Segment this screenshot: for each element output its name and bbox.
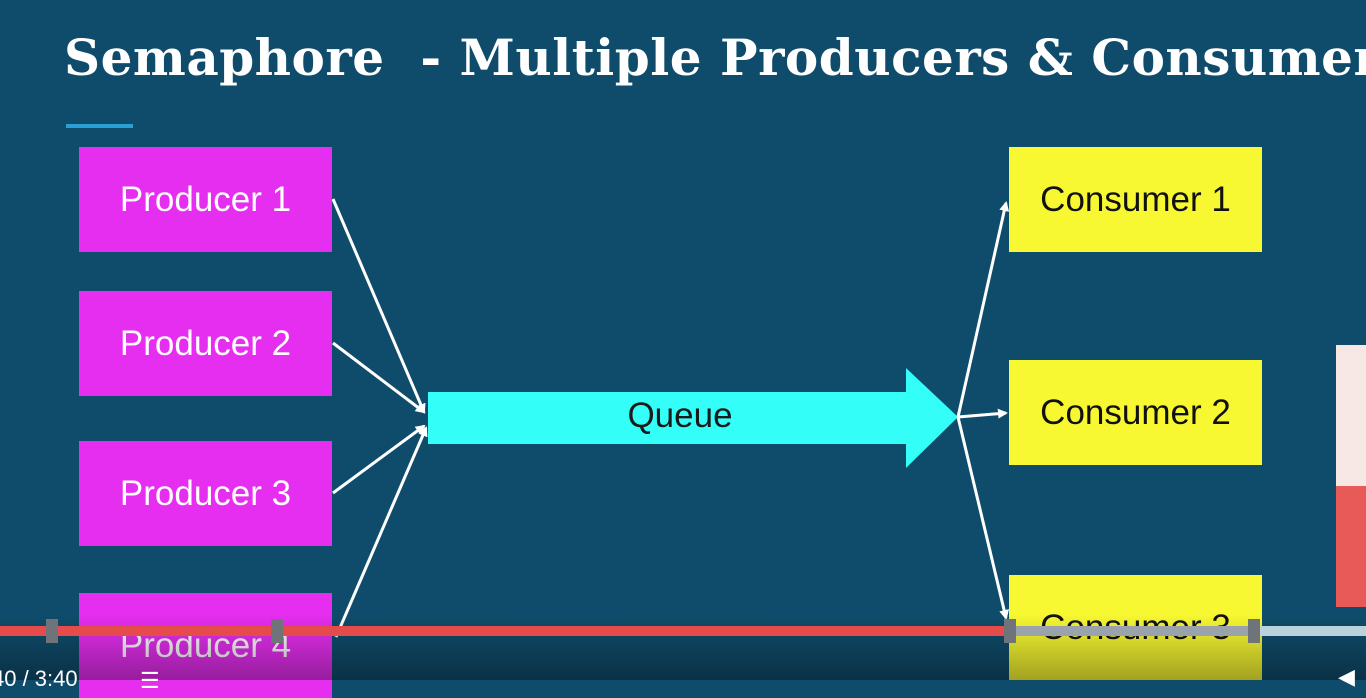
queue-label: Queue bbox=[627, 396, 733, 435]
arrow-producer-2 bbox=[332, 341, 426, 414]
title-underline bbox=[66, 124, 133, 128]
side-panel-bottom bbox=[1336, 486, 1366, 607]
time-display: 40 / 3:40 bbox=[0, 666, 78, 691]
slide-title: Semaphore - Multiple Producers & Consume… bbox=[64, 28, 1366, 87]
arrow-producer-3 bbox=[332, 424, 426, 495]
consumer-1-box: Consumer 1 bbox=[1009, 147, 1262, 252]
chapters-icon[interactable]: ☰ bbox=[140, 668, 160, 693]
arrow-consumer-2 bbox=[957, 408, 1008, 419]
chapter-marker bbox=[271, 619, 283, 643]
chapter-marker bbox=[1248, 619, 1260, 643]
consumer-2-box: Consumer 2 bbox=[1009, 360, 1262, 465]
progress-played[interactable] bbox=[0, 626, 1009, 636]
producer-1-box: Producer 1 bbox=[79, 147, 332, 252]
side-panel-top bbox=[1336, 345, 1366, 486]
producer-3-box: Producer 3 bbox=[79, 441, 332, 546]
arrow-producer-1 bbox=[331, 198, 426, 414]
producer-2-box: Producer 2 bbox=[79, 291, 332, 396]
arrow-consumer-3 bbox=[956, 416, 1010, 620]
player-controls-gradient bbox=[0, 614, 1366, 680]
progress-remaining[interactable] bbox=[1254, 626, 1366, 636]
arrow-consumer-1 bbox=[956, 201, 1010, 418]
volume-icon[interactable]: ◀ bbox=[1338, 664, 1355, 689]
scrubber-handle[interactable] bbox=[1004, 619, 1016, 643]
progress-buffered[interactable] bbox=[1009, 626, 1254, 636]
chapter-marker bbox=[46, 619, 58, 643]
arrow-producer-4 bbox=[334, 426, 428, 638]
